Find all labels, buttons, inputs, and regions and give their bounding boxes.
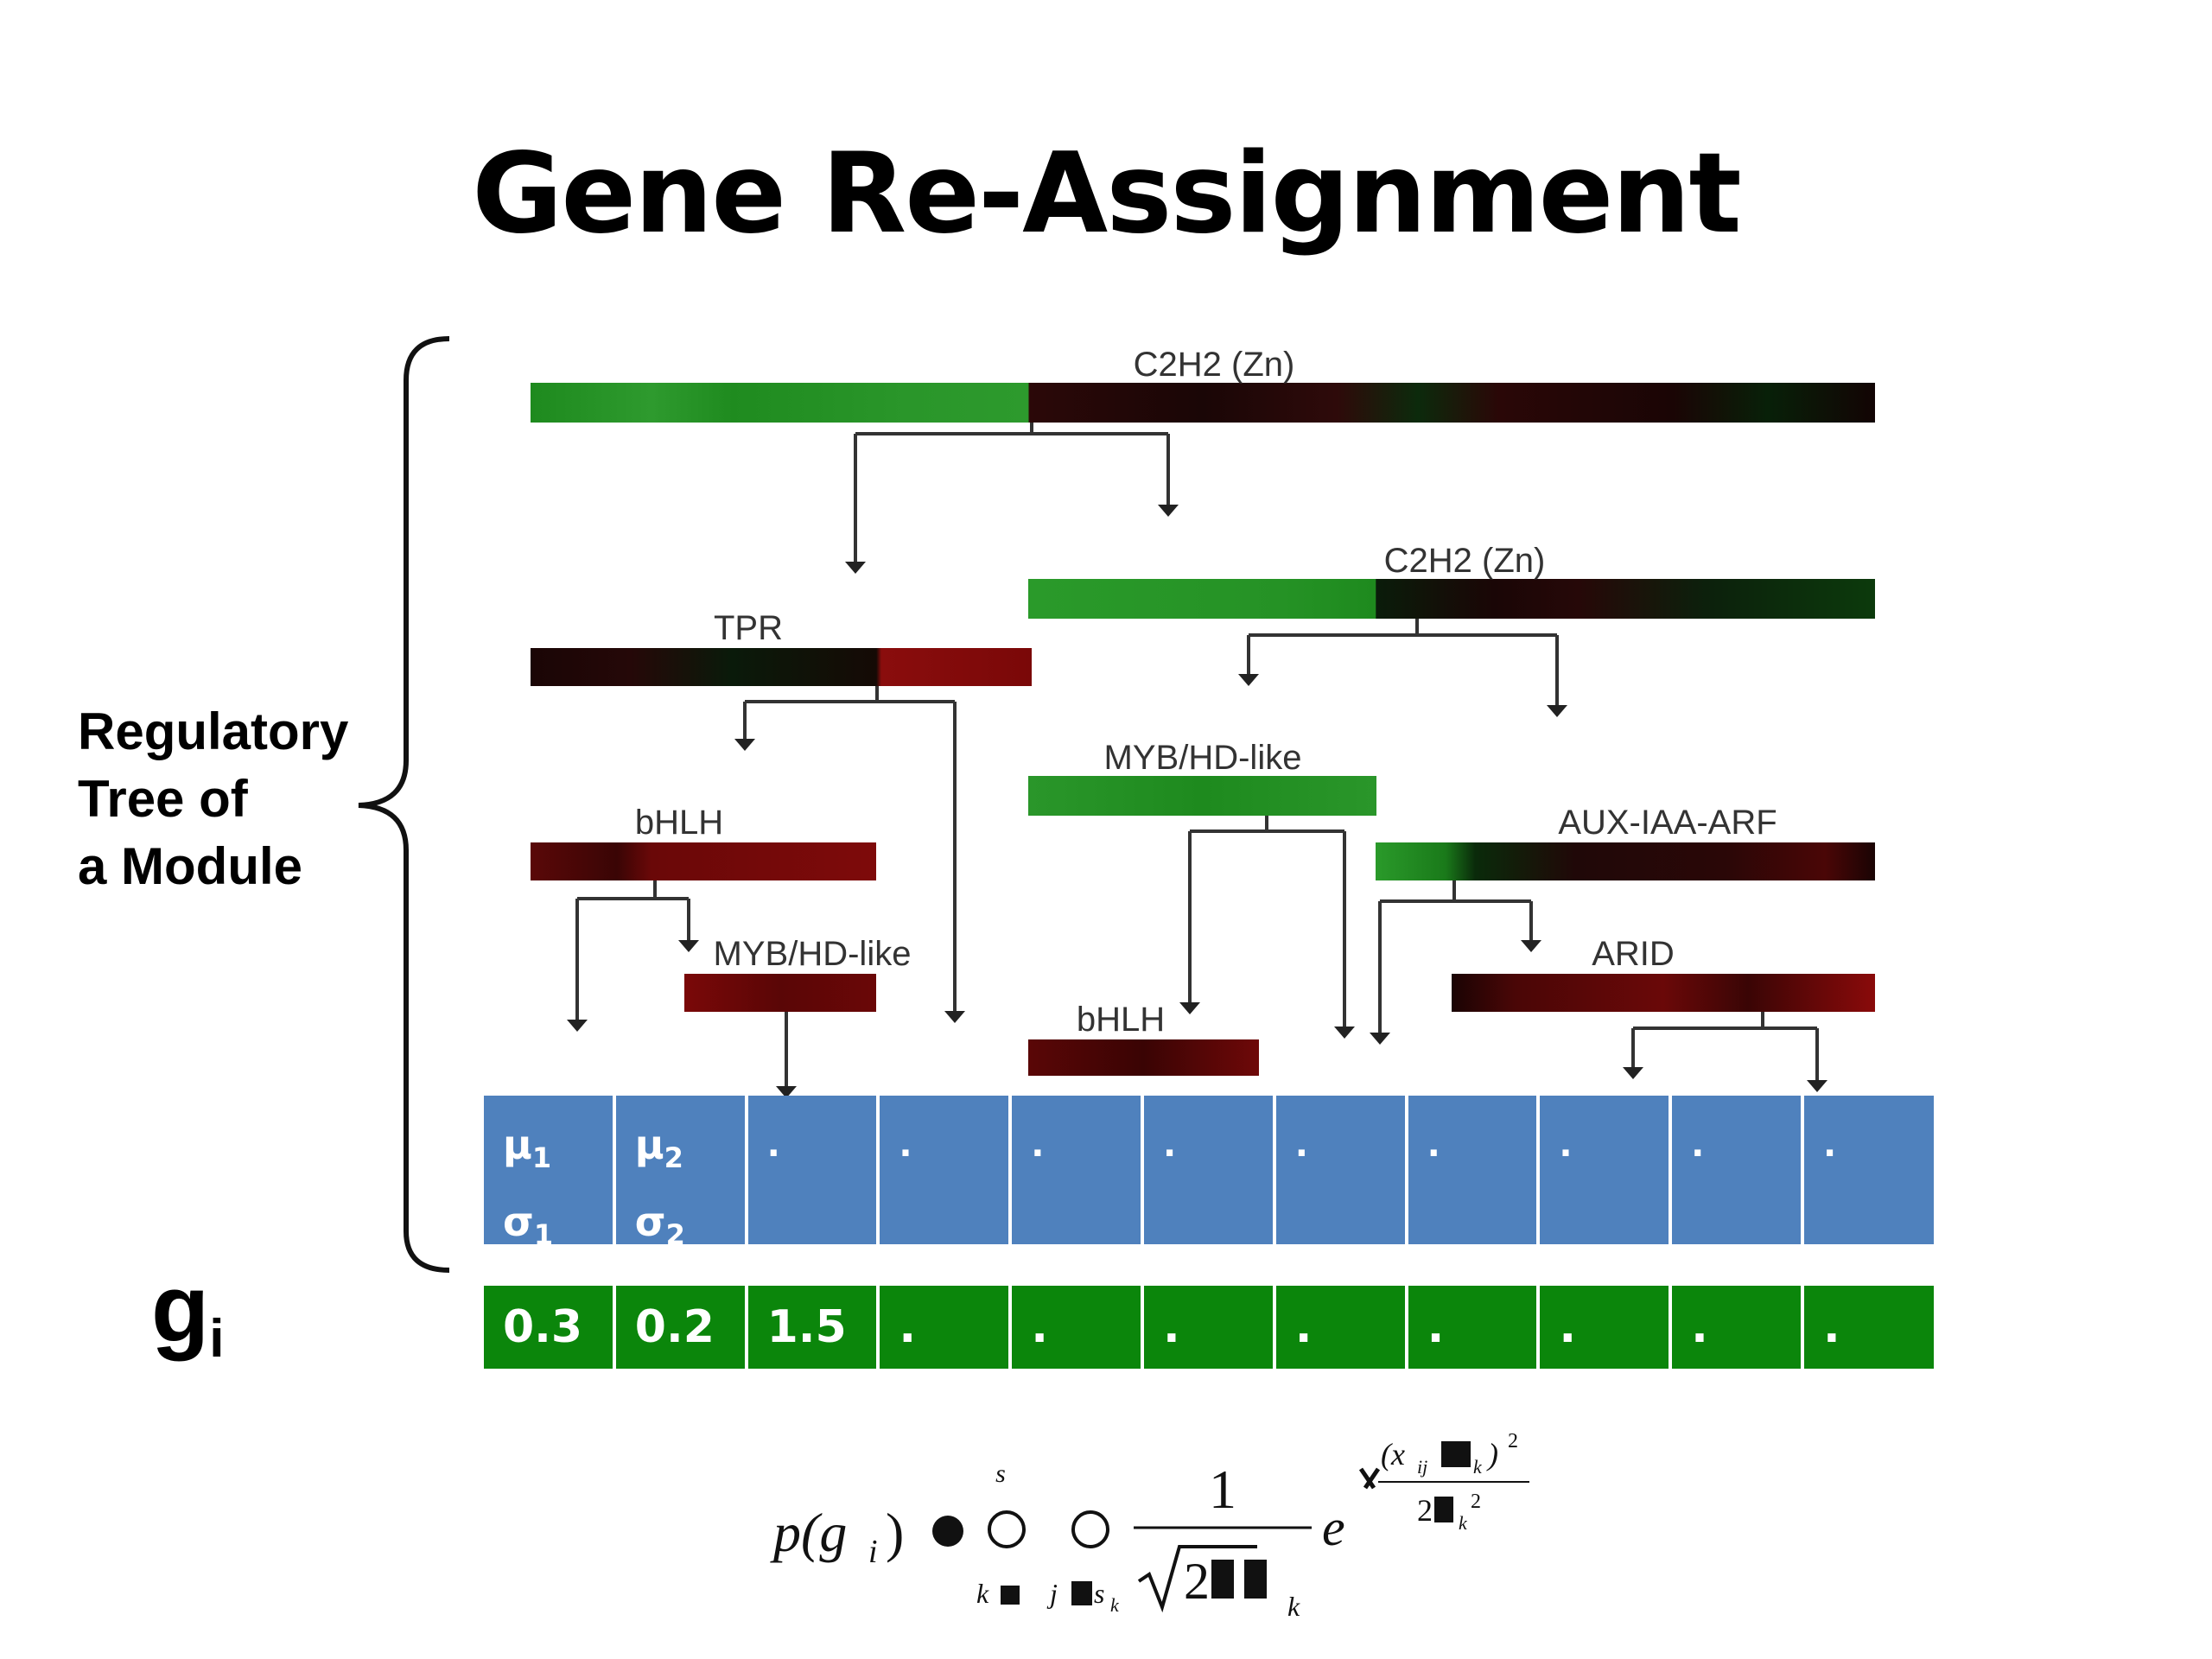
gene-value-row: 0.3 0.2 1.5 . . . . . . . . (484, 1286, 1934, 1369)
svg-text:bHLH: bHLH (635, 804, 723, 842)
svg-text:ARID: ARID (1592, 935, 1675, 973)
svg-text:MYB/HD-like: MYB/HD-like (714, 935, 912, 973)
svg-text:bHLH: bHLH (1077, 1001, 1165, 1039)
param-cell: . (1672, 1096, 1804, 1244)
value-cell: 0.3 (484, 1286, 616, 1369)
svg-text:C2H2 (Zn): C2H2 (Zn) (1384, 542, 1546, 580)
param-cell: μ2 σ2 (615, 1096, 748, 1251)
tree-branches (575, 423, 1819, 1090)
value-cell: . (1275, 1286, 1408, 1369)
gene-label-sub: i (209, 1309, 225, 1369)
param-cell: . (1275, 1096, 1408, 1244)
value-cell: . (880, 1286, 1013, 1369)
value-cell: . (1408, 1286, 1541, 1369)
param-cell: μ1 σ1 (484, 1096, 616, 1251)
slide-title: Gene Re-Assignment (472, 130, 1741, 258)
param-cell: . (747, 1096, 880, 1244)
value-cell: . (1803, 1286, 1934, 1369)
tree-node-tpr: TPR (531, 609, 1032, 686)
param-cell: . (1803, 1096, 1934, 1244)
value-cell: . (1672, 1286, 1804, 1369)
tree-node-myb-mid: MYB/HD-like (1028, 739, 1376, 816)
side-label-line2: Tree of (78, 770, 248, 828)
tree-node-arid: ARID (1452, 935, 1875, 1012)
svg-text:MYB/HD-like: MYB/HD-like (1104, 739, 1302, 777)
tree-node-c2h2-top: C2H2 (Zn) (531, 346, 1875, 423)
param-cell: . (1143, 1096, 1276, 1244)
value-cell: . (1540, 1286, 1673, 1369)
value-cell: 1.5 (747, 1286, 880, 1369)
side-label-line3: a Module (78, 837, 303, 895)
svg-text:TPR: TPR (714, 609, 783, 647)
param-cell: . (1012, 1096, 1144, 1244)
tree-node-myb-left: MYB/HD-like (684, 935, 911, 1012)
param-cell: . (880, 1096, 1013, 1244)
tree-node-bhlh-bottom: bHLH (1028, 1001, 1259, 1076)
svg-text:C2H2 (Zn): C2H2 (Zn) (1134, 346, 1295, 384)
side-label-line1: Regulatory (78, 702, 349, 760)
tree-node-bhlh-left: bHLH (531, 804, 876, 880)
value-cell: . (1012, 1286, 1144, 1369)
module-brace (358, 336, 450, 1273)
value-cell: . (1143, 1286, 1276, 1369)
gene-label-base: g (151, 1255, 210, 1362)
leaf-parameter-row: μ1 σ1 μ2 σ2 . . . . . . . . . (484, 1096, 1934, 1251)
value-cell: 0.2 (615, 1286, 748, 1369)
svg-text:AUX-IAA-ARF: AUX-IAA-ARF (1558, 804, 1777, 842)
tree-arrowheads (567, 505, 1827, 1098)
param-cell: . (1408, 1096, 1541, 1244)
param-cell: . (1540, 1096, 1673, 1244)
gene-label: gi (151, 1262, 224, 1387)
tree-node-c2h2-right: C2H2 (Zn) (1028, 542, 1875, 619)
tree-node-aux: AUX-IAA-ARF (1376, 804, 1875, 880)
regulatory-tree-label: Regulatory Tree of a Module (78, 698, 348, 900)
